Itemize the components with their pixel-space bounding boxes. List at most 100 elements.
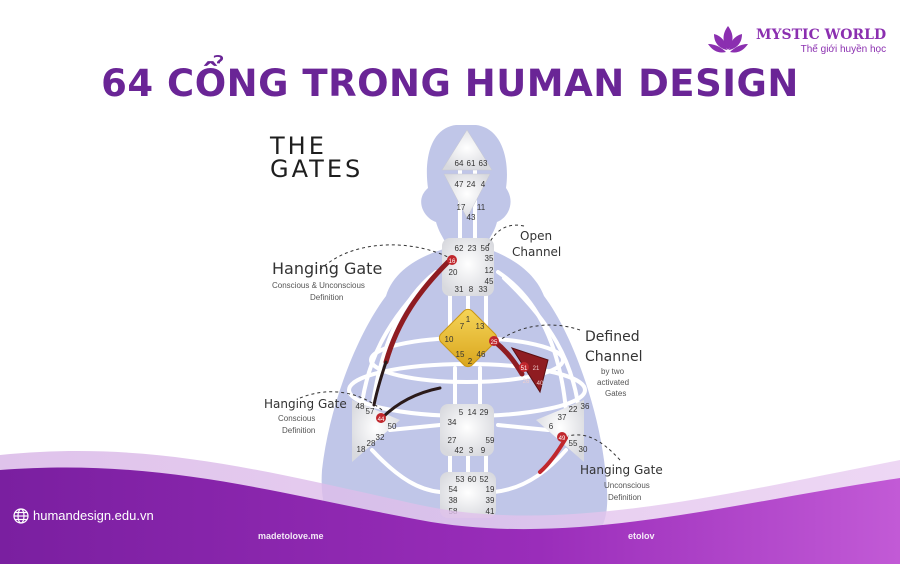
gate-18: 18 bbox=[357, 445, 366, 454]
brand-tagline: Thế giới huyền học bbox=[800, 43, 887, 55]
gate-33: 33 bbox=[479, 285, 488, 294]
gate-25: 25 bbox=[491, 340, 498, 346]
gate-59: 59 bbox=[486, 436, 495, 445]
gate-44: 44 bbox=[378, 417, 385, 423]
gate-16: 16 bbox=[449, 259, 456, 265]
g-center bbox=[438, 308, 498, 368]
gate-28: 28 bbox=[367, 439, 376, 448]
hanging-gate-left-label: Hanging Gate bbox=[264, 397, 347, 411]
gate-37: 37 bbox=[558, 413, 567, 422]
gate-53: 53 bbox=[456, 475, 465, 484]
gate-15: 15 bbox=[456, 350, 465, 359]
gate-64: 64 bbox=[455, 159, 464, 168]
watermark-right: etolov bbox=[628, 531, 655, 541]
gate-12: 12 bbox=[485, 266, 494, 275]
hanging-gate-right-sub2: Definition bbox=[608, 493, 641, 502]
globe-icon-spacer bbox=[12, 507, 28, 523]
gate-57: 57 bbox=[366, 407, 375, 416]
gate-54: 54 bbox=[449, 485, 458, 494]
gate-5: 5 bbox=[459, 408, 464, 417]
gate-22: 22 bbox=[569, 405, 578, 414]
centers bbox=[352, 129, 584, 518]
brand-text: MYSTIC WORLD Thế giới huyền học bbox=[756, 27, 886, 56]
gate-50: 50 bbox=[388, 422, 397, 431]
channel-16-48-dark bbox=[372, 360, 388, 407]
gate-4: 4 bbox=[481, 180, 486, 189]
gate-52: 52 bbox=[480, 475, 489, 484]
gate-46: 46 bbox=[477, 350, 486, 359]
ajna-center bbox=[443, 173, 491, 219]
gate-45: 45 bbox=[485, 277, 494, 286]
gate-51: 51 bbox=[521, 366, 528, 372]
gate-35: 35 bbox=[485, 254, 494, 263]
root-center bbox=[440, 472, 496, 518]
gate-32: 32 bbox=[376, 433, 385, 442]
gate-27: 27 bbox=[448, 436, 457, 445]
brand-logo: MYSTIC WORLD Thế giới huyền học bbox=[708, 24, 886, 58]
gate-17: 17 bbox=[457, 203, 466, 212]
brand-logo-spacer bbox=[708, 24, 750, 58]
gate-13: 13 bbox=[476, 322, 485, 331]
gate-63: 63 bbox=[479, 159, 488, 168]
gate-2: 2 bbox=[468, 357, 473, 366]
open-channel-label-2: Channel bbox=[512, 245, 561, 259]
hanging-gate-left-sub1: Conscious bbox=[278, 414, 315, 423]
active-gates bbox=[376, 255, 567, 442]
gate-60: 60 bbox=[468, 475, 477, 484]
gate-42: 42 bbox=[455, 446, 464, 455]
gate-1: 1 bbox=[466, 315, 471, 324]
gate-24: 24 bbox=[467, 180, 476, 189]
channel-16-48 bbox=[383, 259, 451, 365]
lotus-icon bbox=[708, 26, 748, 53]
spleen-center bbox=[352, 400, 400, 462]
gate-26: 26 bbox=[523, 379, 530, 385]
gate-40: 40 bbox=[537, 381, 544, 387]
channel-49 bbox=[538, 436, 568, 474]
gate-11: 11 bbox=[477, 203, 486, 212]
sacral-center bbox=[440, 404, 494, 456]
gate-34: 34 bbox=[448, 418, 457, 427]
gate-31: 31 bbox=[455, 285, 464, 294]
gate-36: 36 bbox=[581, 402, 590, 411]
gate-7: 7 bbox=[460, 322, 465, 331]
website-link[interactable]: humandesign.edu.vn bbox=[12, 507, 154, 523]
watermark-left: madetolove.me bbox=[258, 531, 324, 541]
hanging-gate-top-sub2: Definition bbox=[310, 293, 343, 302]
globe-icon bbox=[13, 508, 29, 524]
channel-44-26 bbox=[380, 386, 442, 420]
gate-10: 10 bbox=[445, 335, 454, 344]
gate-41: 41 bbox=[486, 507, 495, 516]
gate-30: 30 bbox=[579, 445, 588, 454]
gate-6: 6 bbox=[549, 422, 554, 431]
hanging-gate-top-sub1: Conscious & Unconscious bbox=[272, 281, 365, 290]
gate-20: 20 bbox=[449, 268, 458, 277]
gate-55: 55 bbox=[569, 439, 578, 448]
hanging-gate-top-label: Hanging Gate bbox=[272, 259, 382, 278]
gate-62: 62 bbox=[455, 244, 464, 253]
defined-channel-label-2: Channel bbox=[585, 349, 642, 365]
defined-channel-sub3: Gates bbox=[605, 389, 626, 398]
hanging-gate-right-label: Hanging Gate bbox=[580, 463, 663, 477]
solar-plexus-center bbox=[536, 400, 584, 462]
page-title: 64 CỔNG TRONG HUMAN DESIGN bbox=[101, 62, 799, 105]
website-text: humandesign.edu.vn bbox=[33, 507, 154, 523]
diagram-labels: THE GATES Open Channel Hanging Gate Cons… bbox=[264, 132, 663, 502]
annotation-arrows bbox=[299, 224, 621, 461]
gate-48: 48 bbox=[356, 402, 365, 411]
brand-name: MYSTIC WORLD bbox=[756, 26, 887, 43]
gate-19: 19 bbox=[486, 485, 495, 494]
gate-38: 38 bbox=[449, 496, 458, 505]
gate-23: 23 bbox=[468, 244, 477, 253]
gate-49: 49 bbox=[559, 436, 566, 442]
gate-47: 47 bbox=[455, 180, 464, 189]
defined-channel-sub1: by two bbox=[601, 367, 625, 376]
bottom-wave bbox=[0, 451, 900, 564]
head-center bbox=[441, 129, 493, 171]
hanging-gate-right-sub1: Unconscious bbox=[604, 481, 650, 490]
gate-9: 9 bbox=[481, 446, 486, 455]
throat-center bbox=[442, 238, 494, 296]
defined-channels bbox=[372, 259, 568, 474]
gate-21: 21 bbox=[533, 366, 540, 372]
